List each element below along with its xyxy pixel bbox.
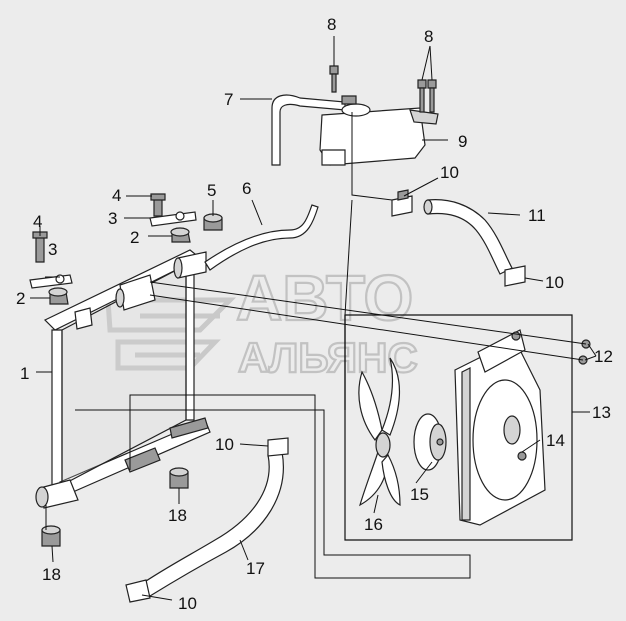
callout-10-right: 10: [545, 273, 564, 292]
callout-4-top: 4: [112, 186, 121, 205]
drain-plug-center: [169, 467, 189, 489]
callout-16: 16: [364, 515, 383, 534]
callout-18-center: 18: [168, 506, 187, 525]
callout-4-left: 4: [33, 212, 42, 231]
cooling-fan: [358, 357, 401, 507]
callout-2-left: 2: [16, 289, 25, 308]
callout-10-top: 10: [440, 163, 459, 182]
callout-8-left: 8: [327, 15, 336, 34]
callout-3-left: 3: [48, 240, 57, 259]
drain-plug-left: [41, 525, 61, 547]
callout-18-left: 18: [42, 565, 61, 584]
upper-radiator-hose: [423, 199, 513, 275]
overflow-hose: [204, 204, 319, 271]
callout-1: 1: [20, 364, 29, 383]
callout-9: 9: [458, 132, 467, 151]
hose-clamp-lower-top: [267, 437, 289, 457]
upper-outlet: [173, 251, 207, 279]
fan-clutch: [413, 413, 447, 471]
callout-10-middle: 10: [215, 435, 234, 454]
radiator: [35, 249, 211, 509]
group-frames: [45, 199, 590, 579]
leader-lines: [30, 36, 597, 601]
upper-bracket-assembly: [149, 193, 197, 243]
callout-15: 15: [410, 485, 429, 504]
callout-11: 11: [528, 206, 546, 225]
hose-clamp-top: [391, 189, 413, 217]
watermark-line2: АЛЬЯНС: [238, 334, 418, 381]
callout-14: 14: [546, 431, 565, 450]
callout-2-top: 2: [130, 228, 139, 247]
callout-13: 13: [592, 403, 611, 422]
callout-12: 12: [594, 347, 613, 366]
radiator-cap: [203, 213, 223, 231]
coolant-reservoir: [319, 95, 439, 201]
callout-7: 7: [224, 90, 233, 109]
callout-8-right: 8: [424, 27, 433, 46]
callout-labels: 1 2 2 3 3 4 4 5 6 7 8 8 9 10 10 10 10 11…: [16, 15, 613, 613]
hose-clamp-lower-bottom: [125, 579, 151, 603]
callout-6: 6: [242, 179, 251, 198]
callout-10-bottom: 10: [178, 594, 197, 613]
callout-3-top: 3: [108, 209, 117, 228]
callout-17: 17: [246, 559, 265, 578]
callout-5: 5: [207, 181, 216, 200]
hose-clamp-right: [504, 265, 526, 287]
fan-shroud: [454, 329, 546, 526]
reservoir-bolts: [329, 65, 437, 113]
